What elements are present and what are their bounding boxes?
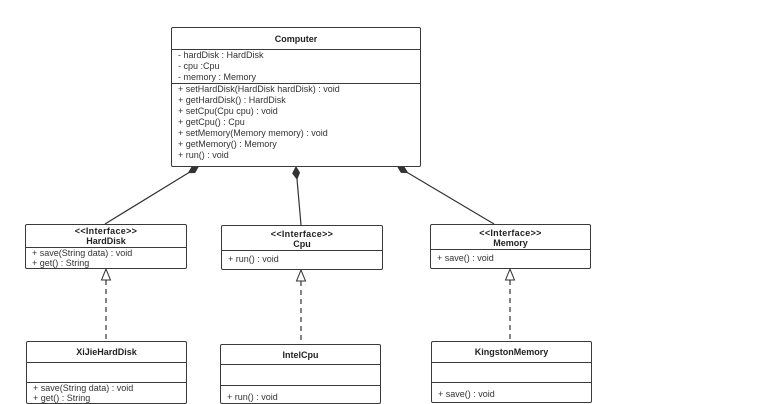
composition-diamond-cpu [292, 165, 301, 181]
method: + save(String data) : void [33, 383, 134, 393]
interface-name-section: <<Interface>> HardDisk [26, 225, 186, 248]
stereotype-label: <<Interface>> [479, 227, 542, 238]
class-box-computer[interactable]: Computer - hardDisk : HardDisk - cpu :Cp… [171, 27, 421, 167]
stereotype-label: <<Interface>> [74, 226, 138, 236]
class-name-section: XiJieHardDisk [27, 342, 186, 363]
composition-diamond-harddisk [187, 166, 199, 174]
methods-section: + save() : void [432, 383, 591, 399]
composition-line-memory[interactable] [407, 172, 495, 225]
method: + getMemory() : Memory [178, 139, 277, 149]
class-box-kingstonmemory[interactable]: KingstonMemory + save() : void [431, 341, 592, 403]
method: + get() : String [32, 258, 90, 268]
interface-box-cpu[interactable]: <<Interface>> Cpu + run() : void [221, 225, 383, 270]
method: + run() : void [227, 392, 278, 402]
composition-line-cpu[interactable] [296, 178, 302, 226]
methods-section: + save() : void [431, 250, 590, 263]
method: + setMemory(Memory memory) : void [178, 128, 328, 138]
class-name-section: Computer [172, 28, 420, 50]
attribute: - cpu :Cpu [178, 61, 220, 71]
methods-section: + save(String data) : void + get() : Str… [26, 248, 186, 268]
method: + save(String data) : void [32, 248, 133, 258]
attributes-section [27, 363, 186, 383]
attributes-section [221, 365, 380, 386]
method: + getCpu() : Cpu [178, 117, 245, 127]
interface-name-section: <<Interface>> Cpu [222, 226, 382, 251]
class-name: XiJieHardDisk [76, 347, 137, 357]
realization-arrowhead-memory [504, 267, 516, 281]
class-name: KingstonMemory [474, 347, 549, 357]
class-name-section: IntelCpu [221, 345, 380, 365]
composition-diamond-memory [397, 166, 409, 174]
class-box-xijieharddisk[interactable]: XiJieHardDisk + save(String data) : void… [26, 341, 187, 404]
class-name: Computer [274, 33, 318, 44]
realization-arrowhead-harddisk [100, 267, 112, 281]
methods-section: + run() : void [221, 386, 380, 402]
method: + save() : void [437, 253, 494, 263]
class-name-section: KingstonMemory [432, 342, 591, 363]
method: + get() : String [33, 393, 91, 403]
interface-name-section: <<Interface>> Memory [431, 225, 590, 250]
composition-line-harddisk[interactable] [104, 172, 189, 225]
interface-box-memory[interactable]: <<Interface>> Memory + save() : void [430, 224, 591, 269]
method: + save() : void [438, 389, 495, 399]
method: + setHardDisk(HardDisk hardDisk) : void [178, 84, 340, 94]
class-name: IntelCpu [282, 349, 319, 360]
attributes-section: - hardDisk : HardDisk - cpu :Cpu - memor… [172, 50, 420, 84]
attribute: - memory : Memory [178, 72, 257, 82]
interface-name: Memory [493, 237, 528, 248]
interface-box-harddisk[interactable]: <<Interface>> HardDisk + save(String dat… [25, 224, 187, 269]
methods-section: + setHardDisk(HardDisk hardDisk) : void … [172, 84, 420, 161]
methods-section: + save(String data) : void + get() : Str… [27, 383, 186, 403]
method: + getHardDisk() : HardDisk [178, 95, 286, 105]
realization-arrowhead-cpu [295, 268, 307, 282]
interface-name: HardDisk [86, 236, 126, 246]
class-box-intelcpu[interactable]: IntelCpu + run() : void [220, 344, 381, 404]
stereotype-label: <<Interface>> [270, 228, 334, 239]
method: + run() : void [178, 150, 229, 160]
interface-name: Cpu [293, 238, 311, 249]
attributes-section [432, 363, 591, 383]
methods-section: + run() : void [222, 251, 382, 264]
method: + setCpu(Cpu cpu) : void [178, 106, 278, 116]
attribute: - hardDisk : HardDisk [178, 50, 264, 60]
method: + run() : void [228, 254, 279, 264]
